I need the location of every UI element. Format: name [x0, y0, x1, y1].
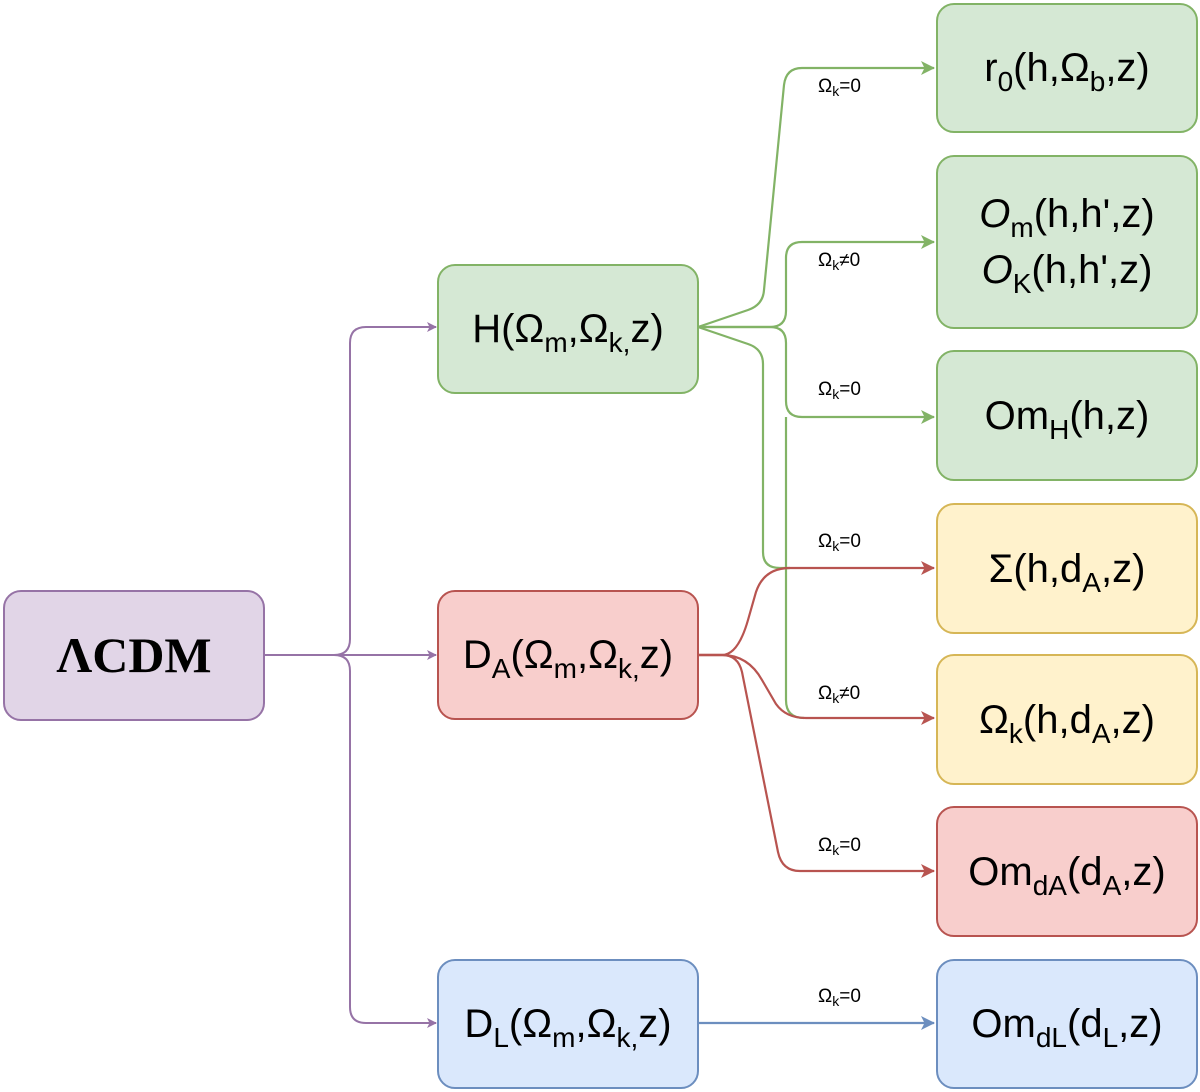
node-dl[interactable]: DL(Ωm,Ωk,z)	[437, 959, 699, 1089]
edge-label-da-sigma: Ωk=0	[818, 531, 861, 554]
node-om-dl-label: OmdL(dL,z)	[971, 1002, 1163, 1053]
edge-label-hubble-r0: Ωk=0	[818, 76, 861, 99]
node-dl-label: DL(Ωm,Ωk,z)	[464, 1002, 672, 1053]
node-o-m-label: Om(h,h',z)	[979, 192, 1155, 243]
node-om-h-label: OmH(h,z)	[984, 393, 1150, 445]
node-r0[interactable]: r0(h,Ωb,z)	[936, 3, 1198, 133]
node-omega-k-label: Ωk(h,dA,z)	[979, 697, 1155, 749]
node-om-da[interactable]: OmdA(dA,z)	[936, 806, 1198, 937]
edge-label-hubble-om-h: Ωk=0	[818, 379, 861, 402]
node-lcdm-label: ΛCDM	[56, 626, 212, 683]
node-hubble[interactable]: H(Ωm,Ωk,z)	[437, 264, 699, 394]
edge-lcdm-to-dl	[264, 654, 437, 1028]
node-lcdm[interactable]: ΛCDM	[3, 590, 265, 721]
node-o-stats[interactable]: Om(h,h',z) OK(h,h',z)	[936, 155, 1198, 329]
edge-da-to-omega-k	[698, 653, 935, 725]
node-hubble-label: H(Ωm,Ωk,z)	[472, 307, 664, 358]
edge-label-hubble-o-stats: Ωk≠0	[818, 250, 861, 273]
node-om-h[interactable]: OmH(h,z)	[936, 350, 1198, 481]
edge-da-to-om-da	[698, 653, 935, 878]
node-om-da-label: OmdA(dA,z)	[968, 849, 1166, 901]
node-da-label: DA(Ωm,Ωk,z)	[462, 633, 674, 684]
node-da[interactable]: DA(Ωm,Ωk,z)	[437, 590, 699, 720]
edge-lcdm-to-hubble	[264, 322, 437, 656]
edge-hubble-to-om-h	[698, 325, 935, 424]
node-sigma-label: Σ(h,dA,z)	[988, 546, 1146, 598]
edge-hubble-to-r0	[697, 61, 935, 329]
edge-label-da-om-da: Ωk=0	[818, 835, 861, 858]
edge-label-dl-om-dl: Ωk=0	[818, 986, 861, 1009]
edge-label-da-omega-k: Ωk≠0	[818, 683, 861, 706]
edge-hubble-to-o-stats	[698, 235, 935, 329]
node-sigma[interactable]: Σ(h,dA,z)	[936, 503, 1198, 634]
edge-da-to-sigma	[698, 561, 935, 657]
node-omega-k[interactable]: Ωk(h,dA,z)	[936, 654, 1198, 785]
node-r0-label: r0(h,Ωb,z)	[984, 46, 1150, 97]
node-om-dl[interactable]: OmdL(dL,z)	[936, 959, 1198, 1089]
edge-hubble-to-sigma	[697, 325, 790, 570]
node-o-k-label: OK(h,h',z)	[981, 248, 1153, 299]
